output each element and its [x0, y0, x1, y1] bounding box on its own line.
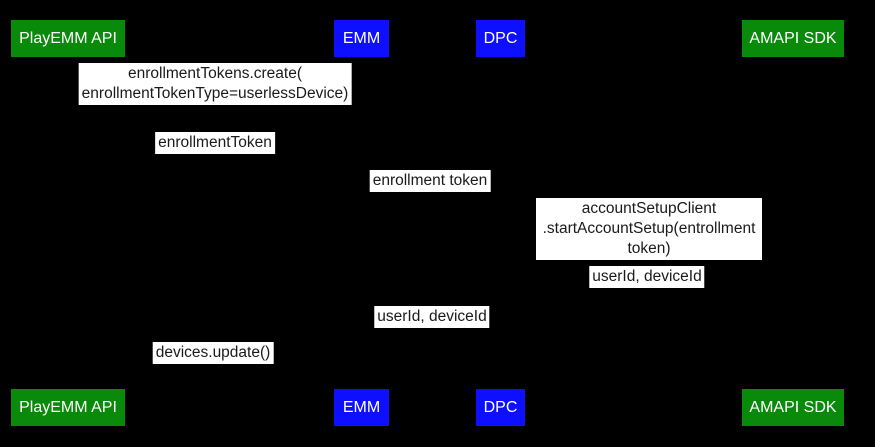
actor-top-playemm-api: PlayEMM API — [11, 20, 125, 57]
actor-bottom-playemm-api: PlayEMM API — [11, 389, 125, 426]
message-start-account-setup: accountSetupClient .startAccountSetup(en… — [536, 198, 762, 260]
actor-top-dpc: DPC — [476, 20, 525, 57]
message-userid-deviceid-return: userId, deviceId — [589, 266, 705, 288]
message-enrollmenttokens-create: enrollmentTokens.create( enrollmentToken… — [78, 63, 352, 105]
actor-bottom-dpc: DPC — [476, 389, 525, 426]
actor-top-emm: EMM — [334, 20, 389, 57]
message-userid-deviceid: userId, deviceId — [374, 306, 490, 328]
message-enrollment-token: enrollment token — [369, 170, 491, 192]
actor-bottom-amapi-sdk: AMAPI SDK — [742, 389, 844, 426]
actor-top-amapi-sdk: AMAPI SDK — [742, 20, 844, 57]
message-enrollmenttoken-return: enrollmentToken — [155, 132, 275, 154]
actor-bottom-emm: EMM — [334, 389, 389, 426]
message-devices-update: devices.update() — [152, 342, 274, 364]
